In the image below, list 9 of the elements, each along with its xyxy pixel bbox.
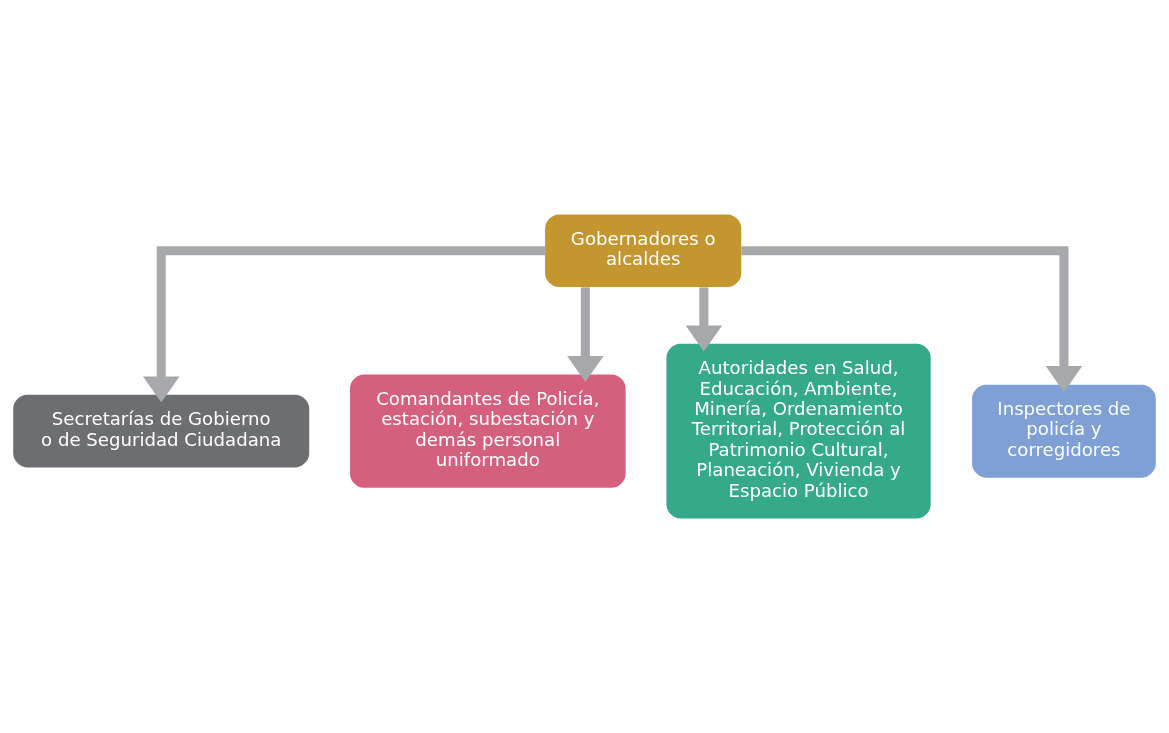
node-box: Gobernadores o alcaldes (545, 214, 742, 288)
node-box: Autoridades en Salud, Educación, Ambiente, Minería, Ordenamiento Territorial, Protección al Patrimonio Cultural, Planeación, Vivienda y Espacio Público (666, 343, 931, 519)
node-box: Comandantes de Policía, estación, subestación y demás personal uniformado (350, 374, 626, 488)
node-box: Secretarías de Gobierno o de Seguridad Ciudadana (13, 394, 310, 468)
arrow (567, 287, 604, 382)
node-box: Inspectores de policía y corregidores (972, 384, 1156, 478)
arrow (685, 287, 723, 352)
arrow (143, 246, 546, 403)
arrow (741, 246, 1083, 393)
